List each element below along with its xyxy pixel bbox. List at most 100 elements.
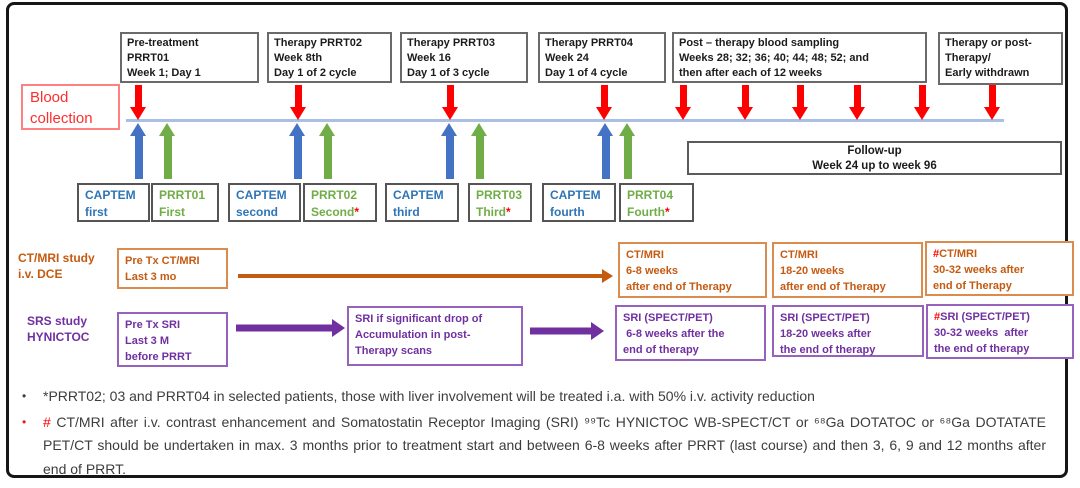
text-line: SRI (SPECT/PET)	[780, 312, 870, 324]
label-box-prrt04-fourth: PRRT04 Fourth*	[619, 183, 694, 222]
milestone-box-therapy-prrt04: Therapy PRRT04 Week 24 Day 1 of 4 cycle	[538, 32, 666, 83]
text-line: then after each of 12 weeks	[679, 67, 823, 79]
srs-box-18-20-weeks: SRI (SPECT/PET) 18-20 weeks after the en…	[772, 305, 924, 357]
text-line: third	[393, 205, 420, 219]
label-box-prrt01-first: PRRT01 First	[151, 183, 219, 222]
blood-draw-arrow-icon	[596, 85, 613, 120]
label-box-captem-third: CAPTEM third	[385, 183, 459, 222]
text-line: PRRT01	[127, 52, 170, 64]
srs-box-pre-tx: Pre Tx SRI Last 3 M before PRRT	[117, 312, 228, 367]
footnote-text: # CT/MRI after i.v. contrast enhancement…	[43, 413, 1046, 477]
text-line: 30-32 weeks after	[933, 264, 1025, 276]
text-line: CT/MRI	[626, 249, 664, 261]
captem-arrow-icon	[130, 123, 147, 179]
text-line: PRRT04	[627, 188, 674, 202]
text-line: PRRT01	[159, 188, 206, 202]
milestone-box-therapy-prrt02: Therapy PRRT02 Week 8th Day 1 of 2 cycle	[267, 32, 392, 83]
prrt-arrow-icon	[319, 123, 336, 179]
text-line: CAPTEM	[550, 188, 601, 202]
blood-draw-arrow-icon	[130, 85, 147, 120]
text-line: Follow-up	[847, 145, 902, 157]
blood-draw-arrow-icon	[792, 85, 809, 120]
text-line: the end of therapy	[934, 343, 1030, 355]
blood-collection-label: Blood collection	[21, 84, 120, 130]
slide-border	[6, 2, 1068, 478]
followup-box: Follow-up Week 24 up to week 96	[687, 141, 1062, 175]
label-box-prrt02-second: PRRT02 Second*	[303, 183, 377, 222]
text-line: Third*	[476, 205, 511, 219]
milestone-box-post-therapy-sampling: Post – therapy blood sampling Weeks 28; …	[672, 32, 927, 83]
text-line: Therapy/	[945, 52, 991, 64]
text-line: Post – therapy blood sampling	[679, 37, 840, 49]
footnotes: • *PRRT02; 03 and PRRT04 in selected pat…	[22, 385, 1048, 483]
ctmri-box-30-32-weeks: #CT/MRI 30-32 weeks after end of Therapy	[925, 241, 1074, 296]
text-line: end of therapy	[623, 344, 699, 356]
text-line: Therapy scans	[355, 345, 433, 357]
bullet-icon: •	[22, 414, 27, 429]
text-line: 6-8 weeks	[626, 265, 678, 277]
prrt-arrow-icon	[619, 123, 636, 179]
text-line: Last 3 M	[125, 335, 170, 347]
text-line: 18-20 weeks after	[780, 328, 872, 340]
ctmri-flow-arrow-icon	[238, 269, 613, 283]
text-line: Week 1; Day 1	[127, 67, 201, 79]
text-line: Pre Tx CT/MRI	[125, 255, 200, 267]
text-line: the end of therapy	[780, 344, 876, 356]
text-line: Second*	[311, 205, 360, 219]
label-box-captem-fourth: CAPTEM fourth	[542, 183, 616, 222]
captem-arrow-icon	[597, 123, 614, 179]
srs-flow-arrow-icon	[236, 319, 345, 337]
text-line: CT/MRI study	[18, 251, 95, 265]
text-line: 18-20 weeks	[780, 265, 845, 277]
srs-box-conditional-sri: SRI if significant drop of Accumulation …	[347, 306, 523, 366]
text-line: Week 24	[545, 52, 589, 64]
text-line: CAPTEM	[85, 188, 136, 202]
text-line: Day 1 of 4 cycle	[545, 67, 628, 79]
text-line: SRS study	[27, 314, 88, 328]
blood-draw-arrow-icon	[984, 85, 1001, 120]
text-line: Week 24 up to week 96	[812, 160, 937, 172]
footnote-asterisk: • *PRRT02; 03 and PRRT04 in selected pat…	[22, 385, 1048, 409]
ctmri-box-6-8-weeks: CT/MRI 6-8 weeks after end of Therapy	[618, 242, 767, 298]
text-line: Weeks 28; 32; 36; 40; 44; 48; 52; and	[679, 52, 869, 64]
blood-draw-arrow-icon	[914, 85, 931, 120]
text-line: PRRT02	[311, 188, 358, 202]
text-line: Pre-treatment	[127, 37, 199, 49]
text-line: Early withdrawn	[945, 67, 1030, 79]
text-line: Therapy PRRT04	[545, 37, 634, 49]
text-line: fourth	[550, 205, 585, 219]
text-line: after end of Therapy	[626, 281, 732, 293]
milestone-box-therapy-prrt03: Therapy PRRT03 Week 16 Day 1 of 3 cycle	[400, 32, 528, 83]
milestone-box-pretreatment-prrt01: Pre-treatment PRRT01 Week 1; Day 1	[120, 32, 259, 83]
text-line: HYNICTOC	[27, 330, 90, 344]
blood-draw-arrow-icon	[849, 85, 866, 120]
text-line: Fourth*	[627, 205, 670, 219]
text-line: Week 8th	[274, 52, 323, 64]
text-line: second	[236, 205, 279, 219]
text-line: Therapy PRRT03	[407, 37, 496, 49]
label-box-captem-first: CAPTEM first	[77, 183, 150, 222]
text-line: i.v. DCE	[18, 267, 63, 281]
text-line: SRI if significant drop of	[355, 313, 483, 325]
text-line: collection	[30, 110, 93, 127]
text-line: after end of Therapy	[780, 281, 886, 293]
srs-flow-arrow-icon	[530, 322, 604, 340]
text-line: First	[159, 205, 186, 219]
text-line: CAPTEM	[393, 188, 444, 202]
blood-draw-arrow-icon	[442, 85, 459, 120]
timeline-axis	[126, 119, 1004, 122]
label-box-captem-second: CAPTEM second	[228, 183, 301, 222]
text-line: CT/MRI	[780, 249, 818, 261]
text-line: Day 1 of 3 cycle	[407, 67, 490, 79]
captem-arrow-icon	[289, 123, 306, 179]
footnote-text: *PRRT02; 03 and PRRT04 in selected patie…	[43, 388, 815, 404]
blood-draw-arrow-icon	[675, 85, 692, 120]
text-line: first	[85, 205, 108, 219]
text-line: Blood	[30, 89, 69, 106]
text-line: Day 1 of 2 cycle	[274, 67, 357, 79]
bullet-icon: •	[22, 389, 27, 403]
footnote-hash: • # CT/MRI after i.v. contrast enhanceme…	[22, 411, 1048, 482]
text-line: Pre Tx SRI	[125, 319, 181, 331]
text-line: #SRI (SPECT/PET)	[934, 311, 1030, 323]
